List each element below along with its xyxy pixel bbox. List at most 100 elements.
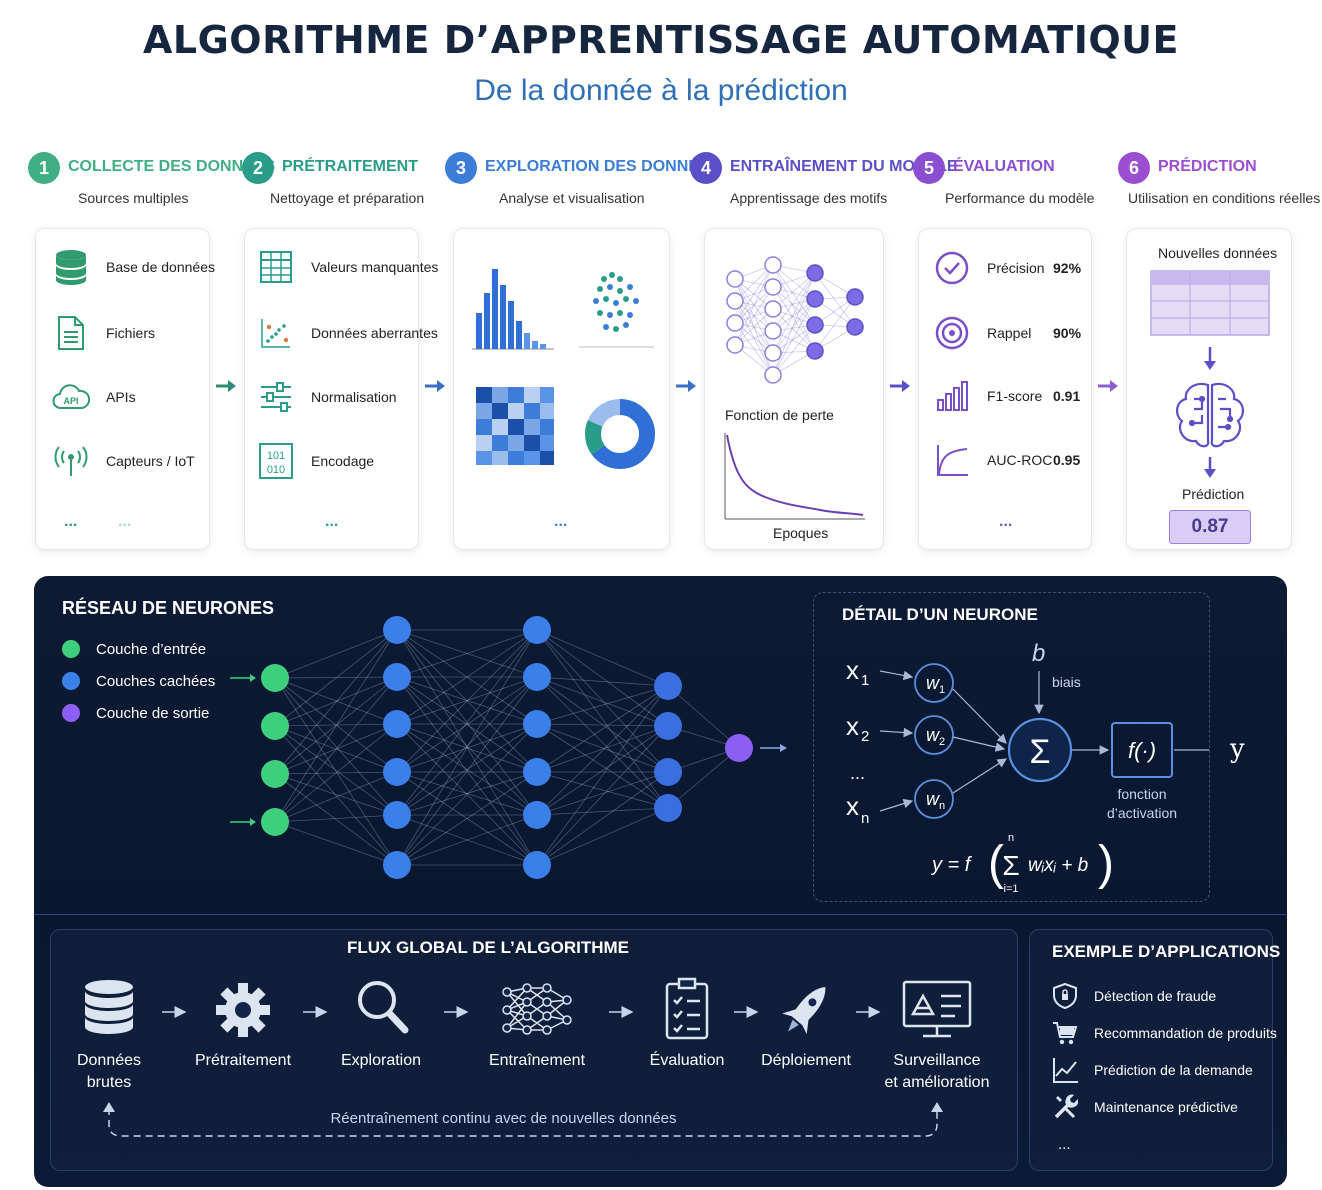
formula-sum: Σ [1002,850,1019,881]
activation-label: fonction [1117,786,1166,802]
epochs-label: Epoques [773,525,829,541]
arrow-icon [879,727,914,738]
network-edge [274,771,398,823]
list-item: Normalisation [257,378,397,416]
network-edge [734,300,774,354]
network-edge [396,629,538,816]
network-edge [396,629,538,816]
step-subtitle: Performance du modèle [945,190,1095,206]
arrow-right-icon [216,380,236,392]
network-edge [274,725,398,866]
item-label: Capteurs / IoT [106,453,195,469]
page-subtitle: De la donnée à la prédiction [474,74,848,107]
network-edge [536,676,669,773]
network-node [806,316,824,334]
network-edge [396,676,538,866]
network-node [383,710,411,738]
network-edge [274,676,398,823]
network-edge [734,278,774,354]
network-node [764,344,782,362]
network-edge [536,676,669,727]
network-node [654,758,682,786]
input-dots: ... [850,763,865,783]
neuron-output: y [1230,734,1245,764]
network-edge [396,723,538,773]
item-label: Données aberrantes [311,325,438,341]
network-edge [536,685,669,866]
card-evaluation: Précision 92% Rappel 90% F1-score 0.91 A… [918,228,1092,550]
network-edge [536,723,669,773]
flux-step-line1: Surveillance [893,1052,981,1069]
activation-box [1111,722,1173,778]
network-edge [772,298,816,332]
input-sub: 1 [861,672,869,689]
step-title: ÉVALUATION [953,158,1055,175]
file-icon [52,314,90,352]
step-title: PRÉDICTION [1158,158,1257,175]
activation-label: d’activation [1107,805,1177,821]
network-edge [536,723,669,727]
network-edge [536,685,669,725]
network-edge [274,676,398,775]
item-label: Encodage [311,453,375,469]
network-edge [772,264,816,352]
legend-item: Couche d’entrée [62,640,206,658]
network-node [261,808,289,836]
mini-neural-network-icon [726,256,864,384]
network-edge [396,814,538,866]
metric-value: 0.91 [1053,388,1081,404]
network-node [654,794,682,822]
scatter-outlier-icon [257,314,295,352]
loss-curve-chart [724,433,865,520]
application-item: Recommandation de produits [1052,1019,1277,1047]
network-edge [772,272,816,310]
metric-name: Précision [987,260,1045,276]
network-edge [274,677,398,816]
search-icon [358,981,409,1034]
weight-sub: n [939,800,945,812]
new-data-label: Nouvelles données [1158,245,1278,261]
input-sub: n [861,810,869,827]
database-icon [85,980,133,1034]
neural-network-diagram [230,616,787,879]
metric-name: AUC-ROC [987,452,1053,468]
flux-step: Prétraitement [183,1050,303,1072]
network-edge [667,747,740,809]
network-edge [396,676,538,773]
donut-chart-icon [585,399,655,469]
network-edge [396,723,538,866]
network-node [383,801,411,829]
network-edge [274,725,398,773]
section-divider [34,914,1287,915]
network-edge [734,264,774,324]
network-edge [274,629,398,727]
item-label: Base de données [106,259,215,275]
brain-icon [1176,382,1244,448]
network-edge [274,677,398,725]
prediction-flow [1150,270,1270,478]
network-node [846,318,864,336]
step-subtitle: Nettoyage et préparation [270,190,425,206]
network-edge [536,771,669,809]
legend-swatch [62,704,80,722]
card-prediction: Nouvelles données Prédiction 0.87 [1126,228,1292,550]
item-label: Fichiers [106,325,156,341]
item-label: Valeurs manquantes [311,259,439,275]
item-label: Normalisation [311,389,397,405]
legend-label: Couches cachées [96,672,216,690]
metric-name: F1-score [987,388,1043,404]
prediction-label: Prédiction [1182,486,1245,502]
input-x2: x [846,711,859,741]
list-item: Données aberrantes [257,314,438,352]
network-node [383,616,411,644]
flux-panel: FLUX GLOBAL DE L’ALGORITHME [50,929,1018,1171]
network-node [523,801,551,829]
flux-step-line1: Exploration [340,1052,422,1069]
arrow-right-icon [676,380,696,392]
network-edge [396,676,538,816]
input-xn: x [846,791,859,821]
network-node [726,336,744,354]
